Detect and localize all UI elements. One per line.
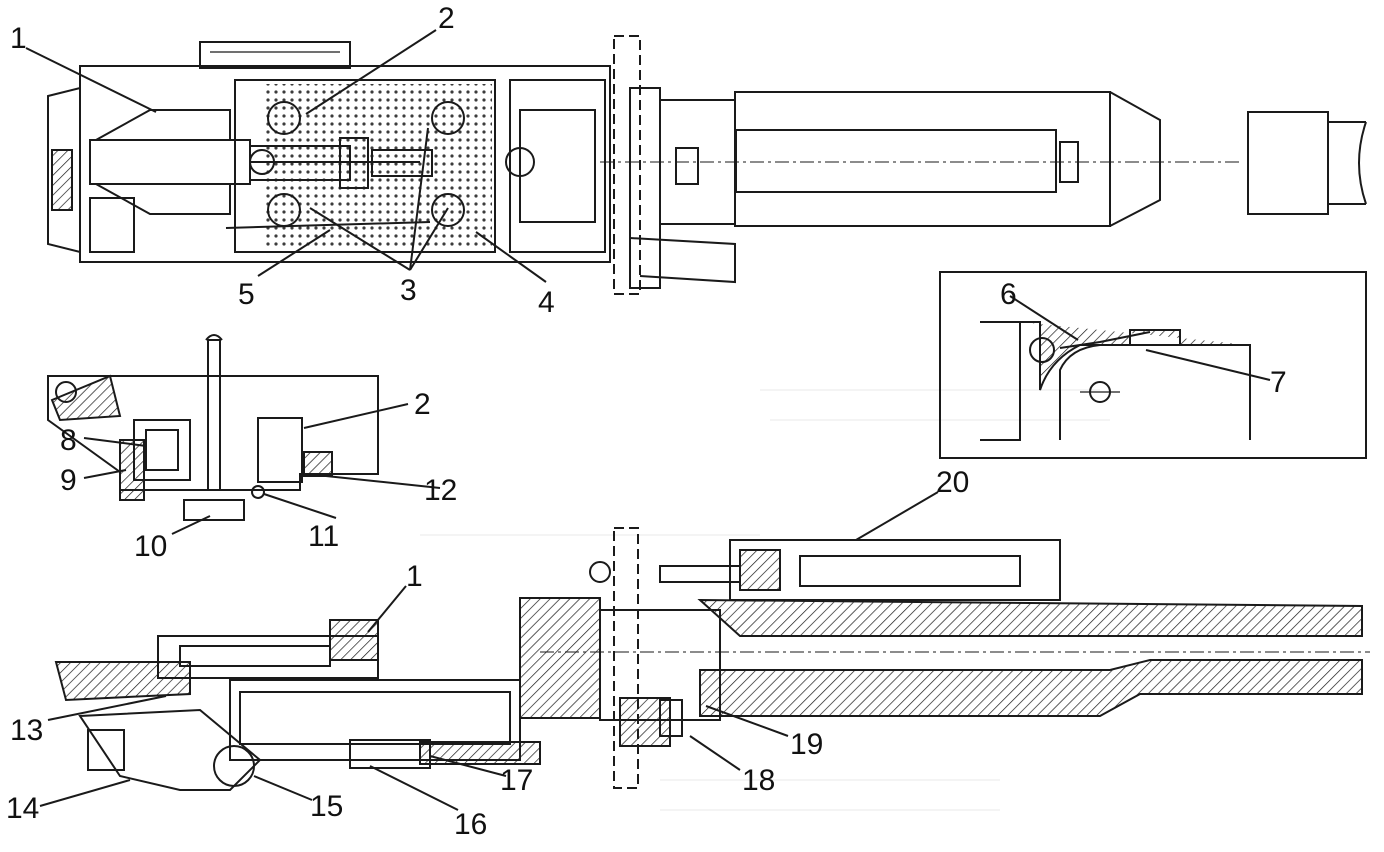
slide-17-section: [419, 741, 541, 765]
feed-frame: [234, 79, 496, 253]
top-cover: [199, 41, 351, 69]
gas-rod-front: [659, 565, 741, 583]
callout-2-top: 2: [438, 2, 455, 35]
flange-foot: [629, 237, 736, 284]
lower-gear-left: [267, 193, 301, 227]
lower-cam: [95, 183, 231, 215]
rear-block: [89, 197, 135, 253]
muzzle-device: [1247, 111, 1329, 215]
callout-6: 6: [1000, 278, 1017, 311]
inset-left-body: [980, 321, 1021, 441]
upper-gear-left: [267, 101, 301, 135]
barrel-nut: [1059, 141, 1079, 183]
front-pin: [505, 147, 535, 177]
callout-1-bottom: 1: [406, 560, 423, 593]
inset-latch: [1029, 337, 1055, 363]
callout-1-top: 1: [10, 22, 27, 55]
flange-body: [629, 87, 661, 289]
gas-piston-head: [739, 549, 781, 591]
callout-11: 11: [308, 520, 339, 553]
front-window: [519, 109, 596, 223]
trigger-16: [349, 739, 431, 769]
belt-links: [262, 84, 492, 246]
roller-8: [133, 419, 191, 481]
muzzle-taper: [1109, 91, 1161, 227]
barrel-jacket: [734, 91, 1111, 227]
callout-5: 5: [238, 278, 255, 311]
housing-hatch-left: [50, 374, 122, 422]
spring-stack: [239, 691, 511, 745]
grip-connector-14: [87, 729, 125, 771]
lock-18: [659, 699, 683, 737]
break-line: [1358, 121, 1367, 205]
callout-4: 4: [538, 286, 555, 319]
inset-frame: [939, 271, 1367, 459]
callout-16: 16: [454, 808, 487, 841]
barrel-tube: [735, 129, 1057, 193]
front-frame: [509, 79, 606, 253]
inset-spring: [1059, 331, 1151, 349]
callout-10: 10: [134, 530, 167, 563]
housing-outline: [47, 375, 379, 491]
receiver-section: [229, 679, 521, 761]
leader-lines: [25, 29, 1271, 811]
part-12-section: [303, 451, 333, 477]
receiver-outline: [79, 65, 611, 263]
upper-gear-right: [431, 101, 465, 135]
barrel-lower-wall: [699, 659, 1363, 717]
grip-assembly: [78, 708, 262, 791]
callout-3: 3: [400, 274, 417, 307]
nut: [339, 137, 369, 189]
rear-stock-section: [54, 661, 191, 702]
paper-show-through: [420, 389, 1110, 811]
roller-core: [145, 429, 179, 471]
gas-piston-rod: [799, 555, 1021, 587]
barrel-cut-break: [1328, 121, 1366, 205]
rear-spring-section: [51, 149, 73, 211]
mount-clamp: [675, 147, 699, 185]
bolt-pin: [249, 149, 275, 175]
firing-pin-guide: [371, 149, 433, 177]
gas-cylinder: [729, 539, 1061, 601]
top-plan-view: [47, 35, 1367, 295]
gas-plug: [589, 561, 611, 583]
base-plate-10: [183, 499, 245, 521]
middle-section-view: [47, 334, 379, 521]
inset-bore: [1059, 344, 1251, 440]
callout-14: 14: [6, 792, 39, 825]
upper-cam: [95, 109, 231, 141]
bolt-carrier: [89, 139, 251, 185]
callout-9: 9: [60, 464, 77, 497]
barrel-upper-wall: [697, 598, 1363, 637]
callout-18: 18: [742, 764, 775, 797]
callout-labels: 1 2 3 4 5 6 7 2 8 9 10 11 12 1 13 14 15 …: [6, 2, 1287, 841]
mount-flange: [613, 35, 641, 295]
callout-12: 12: [424, 474, 457, 507]
callout-13: 13: [10, 714, 43, 747]
front-block-section: [519, 597, 601, 719]
mount-flange-lower: [613, 527, 639, 789]
callout-20: 20: [936, 466, 969, 499]
lower-gear-right: [431, 193, 465, 227]
callout-17: 17: [500, 764, 533, 797]
callout-19: 19: [790, 728, 823, 761]
cocking-handle-section: [329, 619, 379, 661]
callout-15: 15: [310, 790, 343, 823]
vertical-shaft: [207, 339, 221, 491]
grip-pivot-15: [213, 745, 255, 787]
bush-2: [257, 417, 303, 483]
ball-11: [251, 485, 265, 499]
inset-cover-section: [1020, 321, 1250, 391]
callout-2-middle: 2: [414, 388, 431, 421]
bottom-section-view: [54, 527, 1370, 791]
trunnion-lower-section: [619, 697, 671, 747]
cocking-rod: [179, 645, 331, 667]
callout-8: 8: [60, 424, 77, 457]
callout-7: 7: [1270, 366, 1287, 399]
